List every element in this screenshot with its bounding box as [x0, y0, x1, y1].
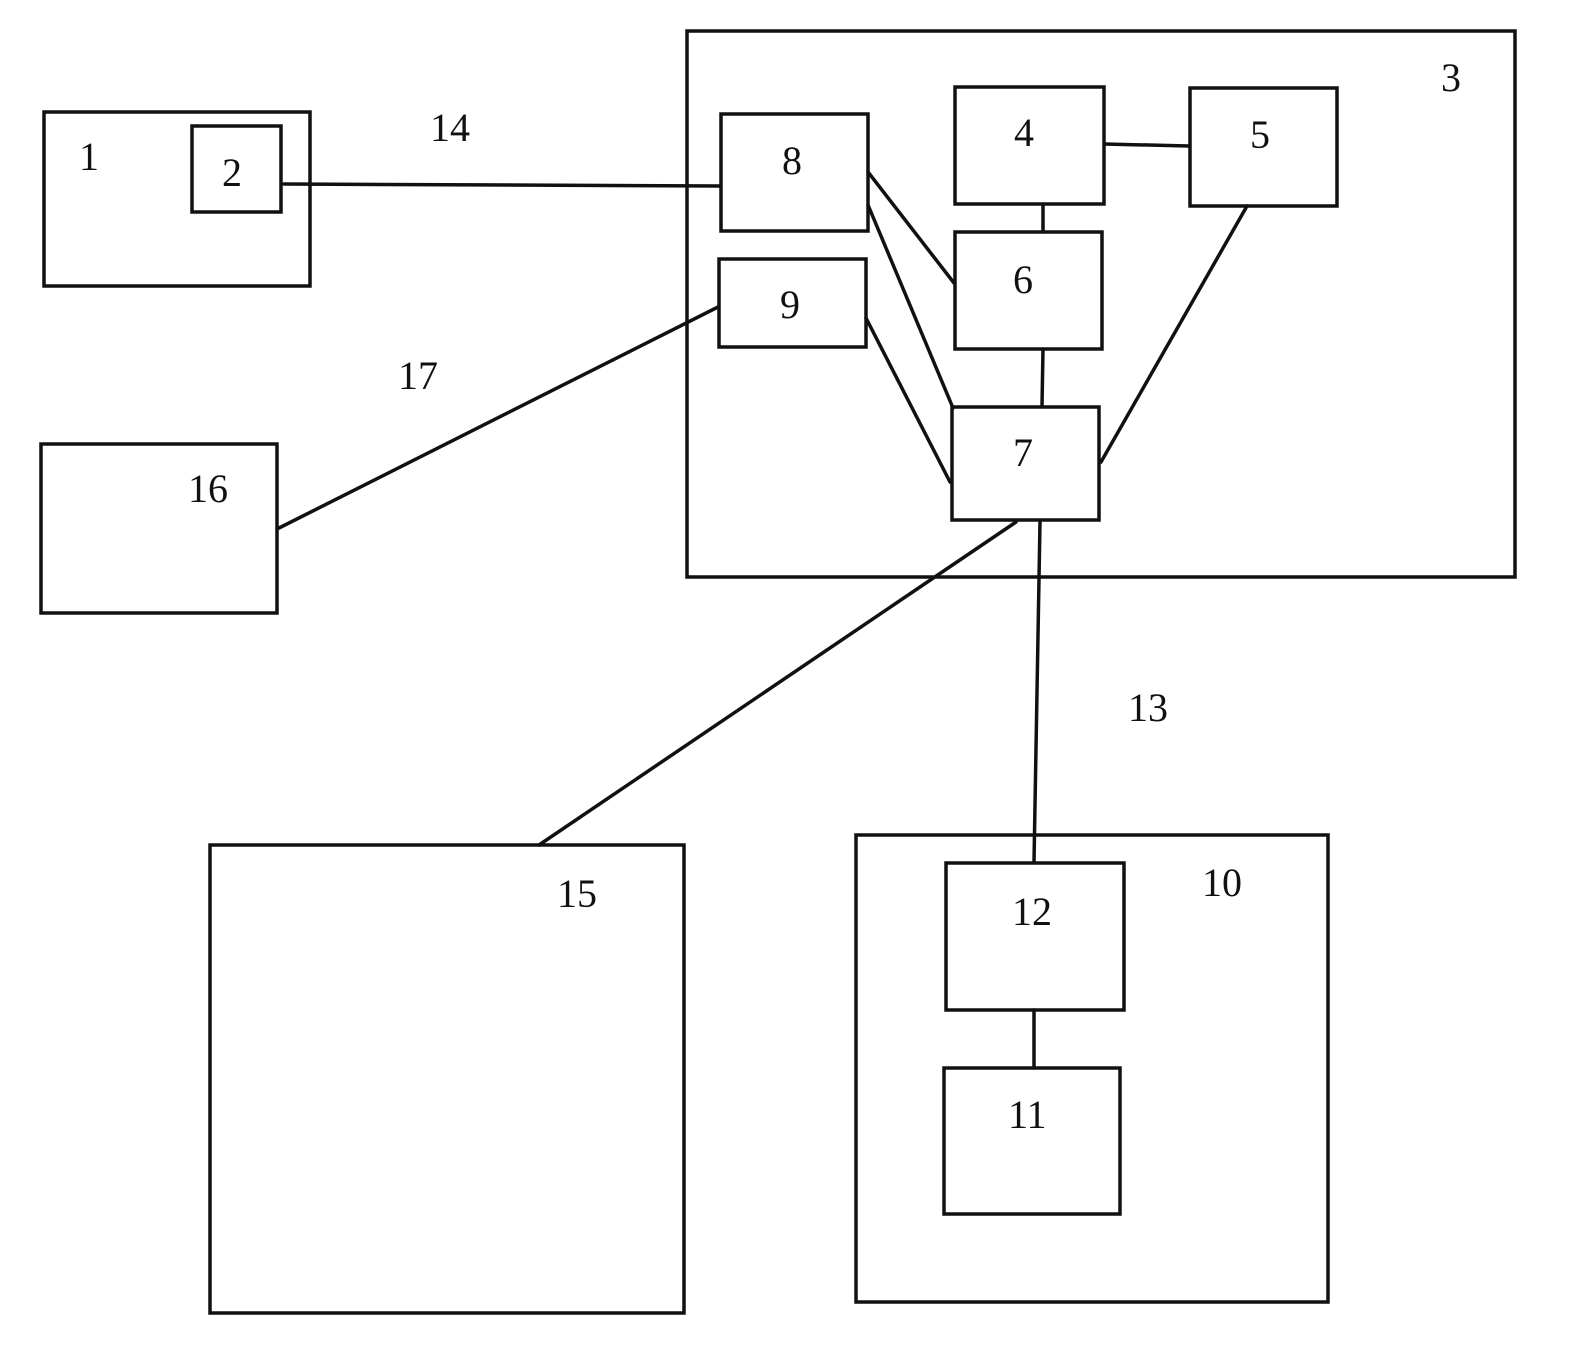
label-9: 9 [780, 282, 800, 327]
label-11: 11 [1008, 1092, 1047, 1137]
link-8-7 [868, 205, 953, 408]
label-3: 3 [1441, 55, 1461, 100]
link-4-5 [1104, 144, 1189, 146]
link-7-12 [1034, 522, 1040, 862]
link-8-6 [868, 172, 954, 283]
link-7-15 [539, 522, 1016, 845]
label-13: 13 [1128, 685, 1168, 730]
blocks [41, 31, 1515, 1313]
label-7: 7 [1013, 430, 1033, 475]
link-9-7 [866, 318, 950, 482]
labels: 1 2 3 4 5 6 7 8 9 10 11 12 13 14 15 16 1… [79, 55, 1461, 1137]
block-11 [944, 1068, 1120, 1214]
block-16 [41, 444, 277, 613]
label-2: 2 [222, 150, 242, 195]
link-9-16 [279, 307, 718, 528]
label-12: 12 [1012, 889, 1052, 934]
label-17: 17 [398, 353, 438, 398]
block-15 [210, 845, 684, 1313]
label-10: 10 [1202, 860, 1242, 905]
block-12 [946, 863, 1124, 1010]
link-2-8 [284, 184, 720, 186]
label-5: 5 [1250, 112, 1270, 157]
label-8: 8 [782, 138, 802, 183]
link-5-7 [1101, 206, 1247, 462]
link-6-7 [1042, 349, 1043, 406]
label-1: 1 [79, 134, 99, 179]
label-16: 16 [188, 466, 228, 511]
label-4: 4 [1014, 110, 1034, 155]
label-15: 15 [557, 871, 597, 916]
label-14: 14 [430, 105, 470, 150]
label-6: 6 [1013, 257, 1033, 302]
